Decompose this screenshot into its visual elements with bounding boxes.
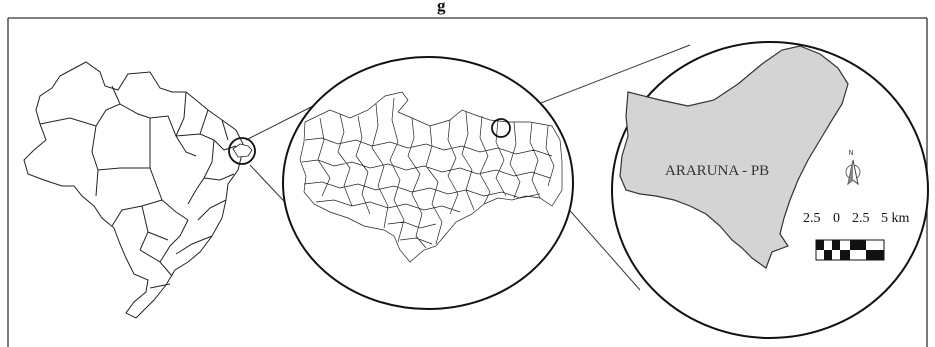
paraiba-municipalities (299, 91, 563, 263)
scale-tick-label: 2.5 (852, 211, 870, 226)
paraiba-highlight-circle (228, 137, 256, 165)
north-label: N (848, 150, 853, 157)
municipality-label: ARARUNA - PB (665, 163, 769, 179)
title-fragment: g (437, 0, 446, 15)
araruna-inset: ARARUNA - PB N 2.5 0 2.5 5 km (611, 41, 929, 339)
scale-tick-label: 5 km (881, 211, 910, 226)
araruna-municipality (619, 45, 849, 269)
brazil-map (23, 61, 245, 319)
brazil-state-borders (39, 85, 237, 289)
araruna-highlight-circle (491, 118, 511, 138)
scale-bar: 2.5 0 2.5 5 km (803, 211, 910, 261)
scale-tick-label: 2.5 (803, 211, 821, 226)
scale-tick-label: 0 (833, 211, 840, 226)
brazil-outline (23, 61, 245, 319)
paraiba-inset (282, 56, 574, 310)
north-arrow-icon: N (845, 150, 861, 186)
